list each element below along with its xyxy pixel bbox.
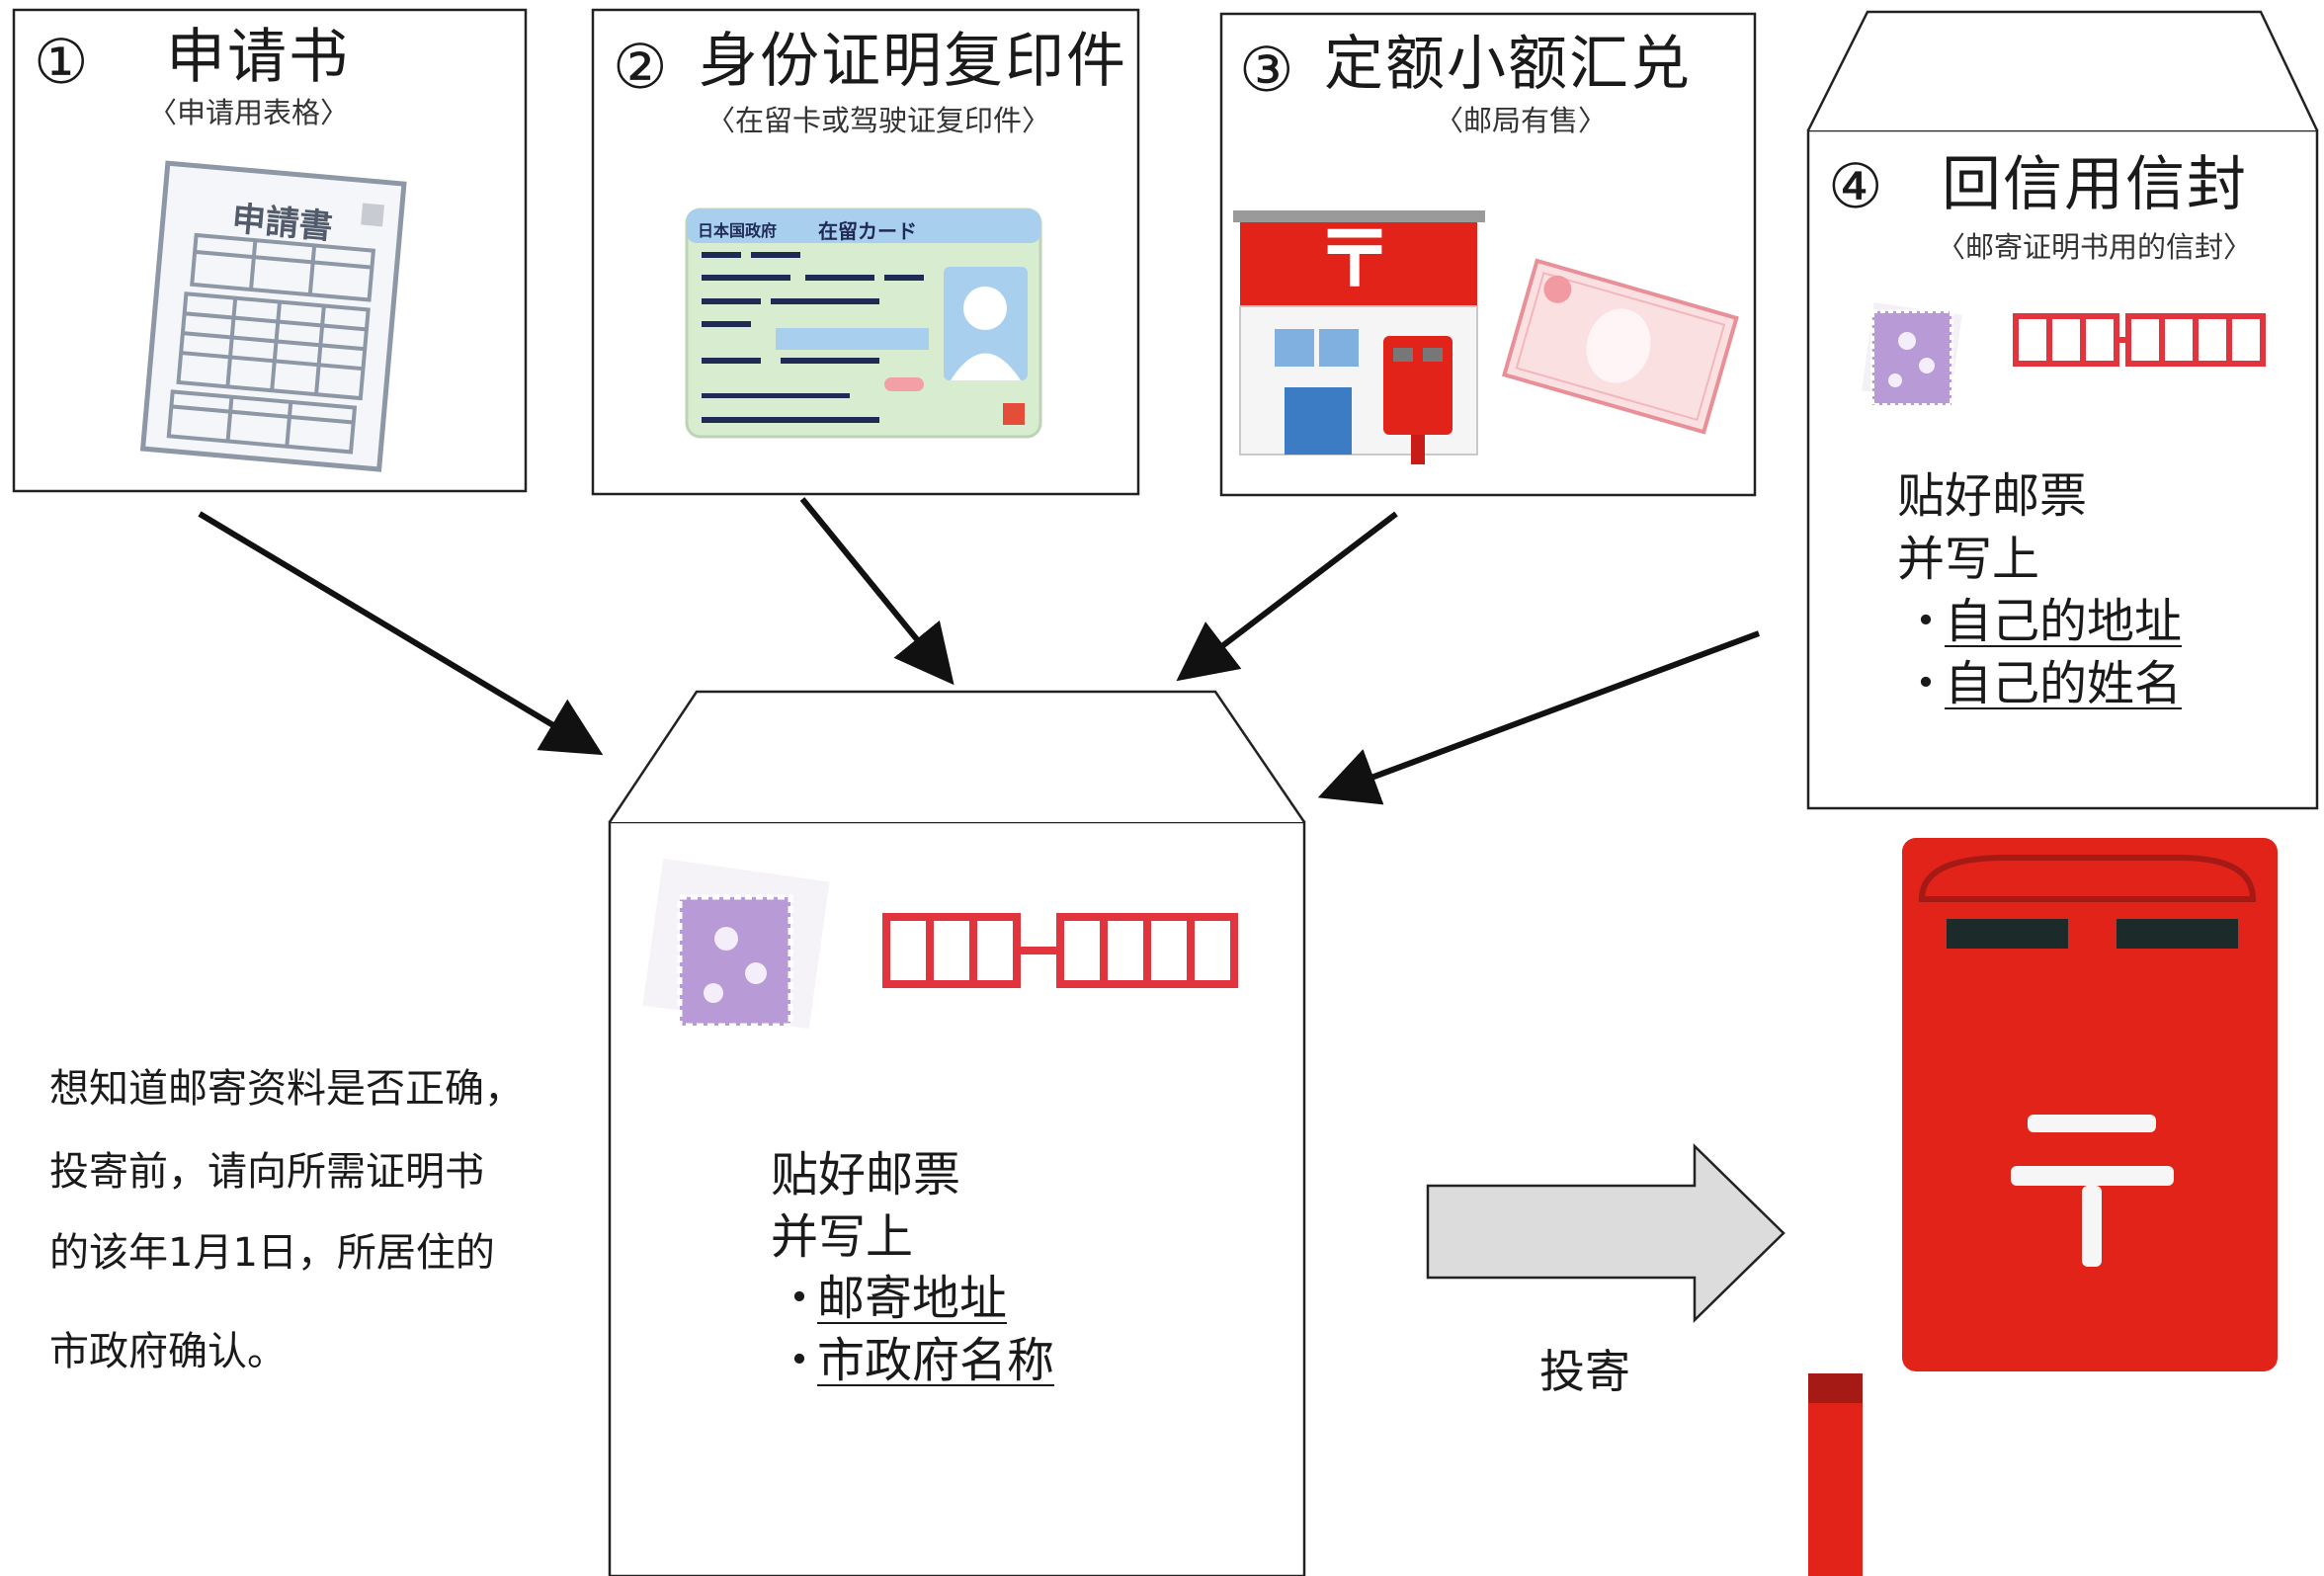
card-header-left: 日本国政府	[698, 221, 778, 240]
step1-number: ①	[34, 26, 89, 98]
step4-subtitle: 〈邮寄证明书用的信封〉	[1937, 230, 2253, 264]
main-envelope-bullet1: ・	[776, 1271, 824, 1326]
main-envelope-stamp	[642, 858, 830, 1030]
return-envelope-line1: 贴好邮票	[1897, 468, 2088, 524]
return-envelope-item2: 自己的姓名	[1945, 656, 2183, 711]
note-line2: 投寄前，请向所需证明书	[49, 1149, 484, 1195]
step1-subtitle: 〈申请用表格〉	[148, 96, 350, 129]
mail-action-label: 投寄	[1539, 1345, 1630, 1398]
main-envelope-line1: 贴好邮票	[771, 1147, 961, 1203]
post-office-illustration	[1233, 210, 1485, 464]
return-envelope-bullet2: ・	[1902, 656, 1950, 711]
post-arrow	[1426, 1143, 1785, 1323]
note-line4: 市政府确认。	[49, 1329, 287, 1374]
step3-title: 定额小额汇兑	[1324, 30, 1692, 99]
card-header-mid: 在留カード	[818, 219, 917, 243]
step3-subtitle: 〈邮局有售〉	[1435, 104, 1608, 137]
arrow-step4	[1317, 630, 1761, 805]
main-envelope-postal-code-boxes	[882, 913, 1238, 988]
main-envelope	[608, 690, 1306, 1576]
step2-title: 身份证明复印件	[699, 27, 1127, 96]
main-envelope-line2: 并写上	[771, 1209, 914, 1265]
application-form-illustration	[139, 160, 407, 472]
return-envelope-line2: 并写上	[1897, 532, 2040, 587]
step2-subtitle: 〈在留卡或驾驶证复印件〉	[706, 104, 1051, 137]
return-envelope-stamp	[1862, 302, 1962, 407]
main-envelope-item2: 市政府名称	[817, 1333, 1055, 1388]
return-envelope-item1: 自己的地址	[1945, 594, 2183, 649]
note-line1: 想知道邮寄资料是否正确，	[49, 1066, 524, 1112]
post-office-mark: 〒	[1316, 215, 1394, 304]
main-envelope-item1: 邮寄地址	[817, 1271, 1008, 1326]
return-envelope-bullet1: ・	[1902, 594, 1950, 649]
arrow-step1	[198, 511, 604, 756]
form-heading: 申請書	[230, 199, 335, 248]
step2-number: ②	[613, 31, 668, 103]
step4-number: ④	[1828, 150, 1883, 222]
return-envelope-postal-code-boxes	[2013, 313, 2266, 367]
mailbox-illustration	[1808, 838, 2278, 1576]
step4-title: 回信用信封	[1942, 150, 2248, 219]
money-order-illustration	[1501, 258, 1739, 435]
arrow-step3	[1176, 511, 1398, 682]
step1-title: 申请书	[166, 23, 350, 92]
arrow-step2	[799, 497, 954, 686]
main-envelope-bullet2: ・	[776, 1333, 824, 1388]
residence-card-illustration	[685, 207, 1042, 439]
step4-return-envelope	[1806, 10, 2319, 810]
note-line3: 的该年1月1日，所居住的	[49, 1230, 495, 1276]
step3-number: ③	[1239, 34, 1294, 106]
